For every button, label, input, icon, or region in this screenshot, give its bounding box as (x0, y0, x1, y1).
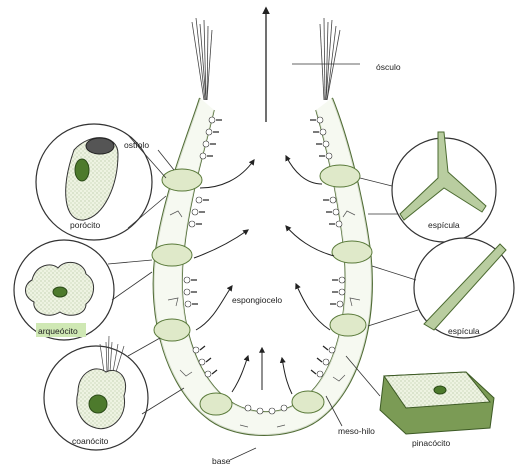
label-ostiolo: ostíolo (124, 140, 149, 150)
archaeocyte-icon (25, 261, 94, 316)
label-arqueocito: arqueócito (38, 326, 78, 336)
label-meso-hilo: meso-hilo (338, 426, 375, 436)
flagella (191, 119, 338, 375)
water-flow-arrows (193, 154, 335, 395)
label-porocito: porócito (70, 220, 101, 230)
arqueocito-highlight (36, 323, 86, 337)
label-espicula-1: espícula (428, 220, 460, 230)
pinacocyte-callout (345, 355, 495, 435)
label-coanocito: coanócito (72, 436, 109, 446)
porocyte-icon (65, 137, 119, 221)
label-espicula-2: espícula (448, 326, 480, 336)
pinacocyte-nucleus (433, 385, 447, 395)
label-osculo: ósculo (376, 62, 401, 72)
leader-lines (157, 63, 360, 461)
choanocyte-callout (43, 335, 185, 451)
porocyte-callout (35, 123, 167, 241)
archaeocyte-callout (13, 239, 153, 341)
porocyte-cells (151, 164, 373, 416)
label-espongiocelo: espongiocelo (232, 295, 282, 305)
triradiate-spicule-icon (399, 131, 487, 221)
choanocyte-icon (76, 335, 126, 430)
label-pinacocito: pinacócito (412, 438, 451, 448)
bristle-tuft-left (191, 17, 213, 101)
label-base: base (212, 456, 231, 466)
spicule-callout-1 (359, 131, 497, 243)
mesohyl-cells (167, 210, 361, 428)
spicule-callout-2 (367, 237, 515, 339)
sponge-body (152, 97, 373, 436)
rod-spicule-icon (423, 243, 507, 331)
bristle-tuft-right (319, 17, 341, 101)
choanocyte-layer (183, 116, 346, 415)
